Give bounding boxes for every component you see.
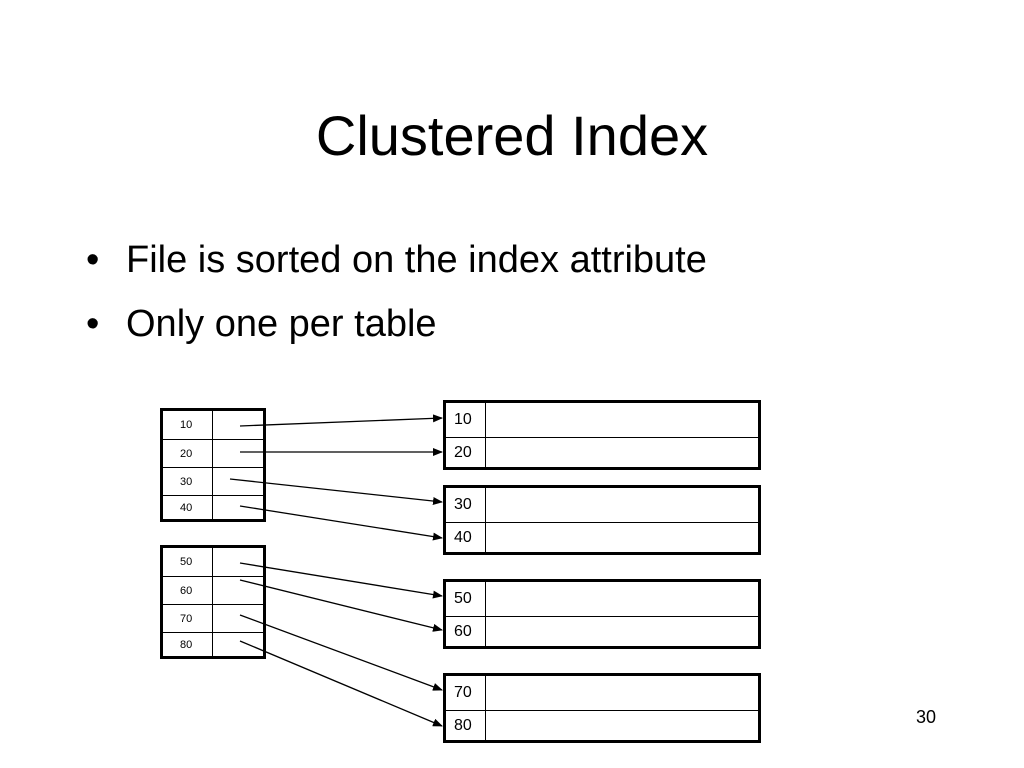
data-record: 80 — [446, 710, 758, 740]
index-key: 50 — [163, 548, 213, 576]
data-block-2: 30 40 — [443, 485, 761, 555]
data-key: 60 — [446, 617, 486, 646]
index-entry: 40 — [163, 495, 263, 519]
record-fields — [486, 403, 758, 437]
bullet-item: Only one per table — [86, 292, 707, 356]
data-record: 30 — [446, 488, 758, 522]
index-key: 40 — [163, 496, 213, 519]
record-fields — [486, 582, 758, 616]
pointer-arrow — [239, 579, 443, 632]
index-pointer — [213, 468, 263, 495]
index-entry: 20 — [163, 439, 263, 467]
index-entry: 70 — [163, 604, 263, 632]
index-key: 60 — [163, 577, 213, 604]
pointer-arrow — [239, 562, 443, 599]
page-number: 30 — [915, 707, 937, 727]
index-block-2: 50 60 70 80 — [160, 545, 266, 659]
index-pointer — [213, 633, 263, 656]
record-fields — [486, 711, 758, 740]
index-key: 20 — [163, 440, 213, 467]
record-fields — [486, 617, 758, 646]
bullet-item: File is sorted on the index attribute — [86, 228, 707, 292]
index-key: 80 — [163, 633, 213, 656]
data-key: 30 — [446, 488, 486, 522]
record-fields — [486, 676, 758, 710]
data-record: 60 — [446, 616, 758, 646]
index-entry: 50 — [163, 548, 263, 576]
index-pointer — [213, 605, 263, 632]
index-entry: 30 — [163, 467, 263, 495]
index-entry: 80 — [163, 632, 263, 656]
index-entry: 10 — [163, 411, 263, 439]
pointer-arrow — [239, 614, 443, 691]
pointer-arrow — [239, 505, 443, 541]
index-pointer — [213, 548, 263, 576]
pointer-arrow — [239, 414, 443, 427]
record-fields — [486, 438, 758, 467]
data-block-3: 50 60 — [443, 579, 761, 649]
index-key: 70 — [163, 605, 213, 632]
bullet-list: File is sorted on the index attribute On… — [86, 228, 707, 356]
data-key: 10 — [446, 403, 486, 437]
index-entry: 60 — [163, 576, 263, 604]
data-key: 70 — [446, 676, 486, 710]
data-record: 40 — [446, 522, 758, 552]
pointer-arrow — [239, 640, 443, 727]
data-record: 10 — [446, 403, 758, 437]
index-pointer — [213, 411, 263, 439]
record-fields — [486, 488, 758, 522]
data-key: 50 — [446, 582, 486, 616]
data-block-1: 10 20 — [443, 400, 761, 470]
data-key: 40 — [446, 523, 486, 552]
index-pointer — [213, 440, 263, 467]
data-key: 20 — [446, 438, 486, 467]
data-key: 80 — [446, 711, 486, 740]
data-block-4: 70 80 — [443, 673, 761, 743]
index-key: 10 — [163, 411, 213, 439]
index-pointer — [213, 496, 263, 519]
data-record: 70 — [446, 676, 758, 710]
record-fields — [486, 523, 758, 552]
data-record: 20 — [446, 437, 758, 467]
index-key: 30 — [163, 468, 213, 495]
index-pointer — [213, 577, 263, 604]
index-block-1: 10 20 30 40 — [160, 408, 266, 522]
slide-title: Clustered Index — [315, 104, 709, 167]
data-record: 50 — [446, 582, 758, 616]
